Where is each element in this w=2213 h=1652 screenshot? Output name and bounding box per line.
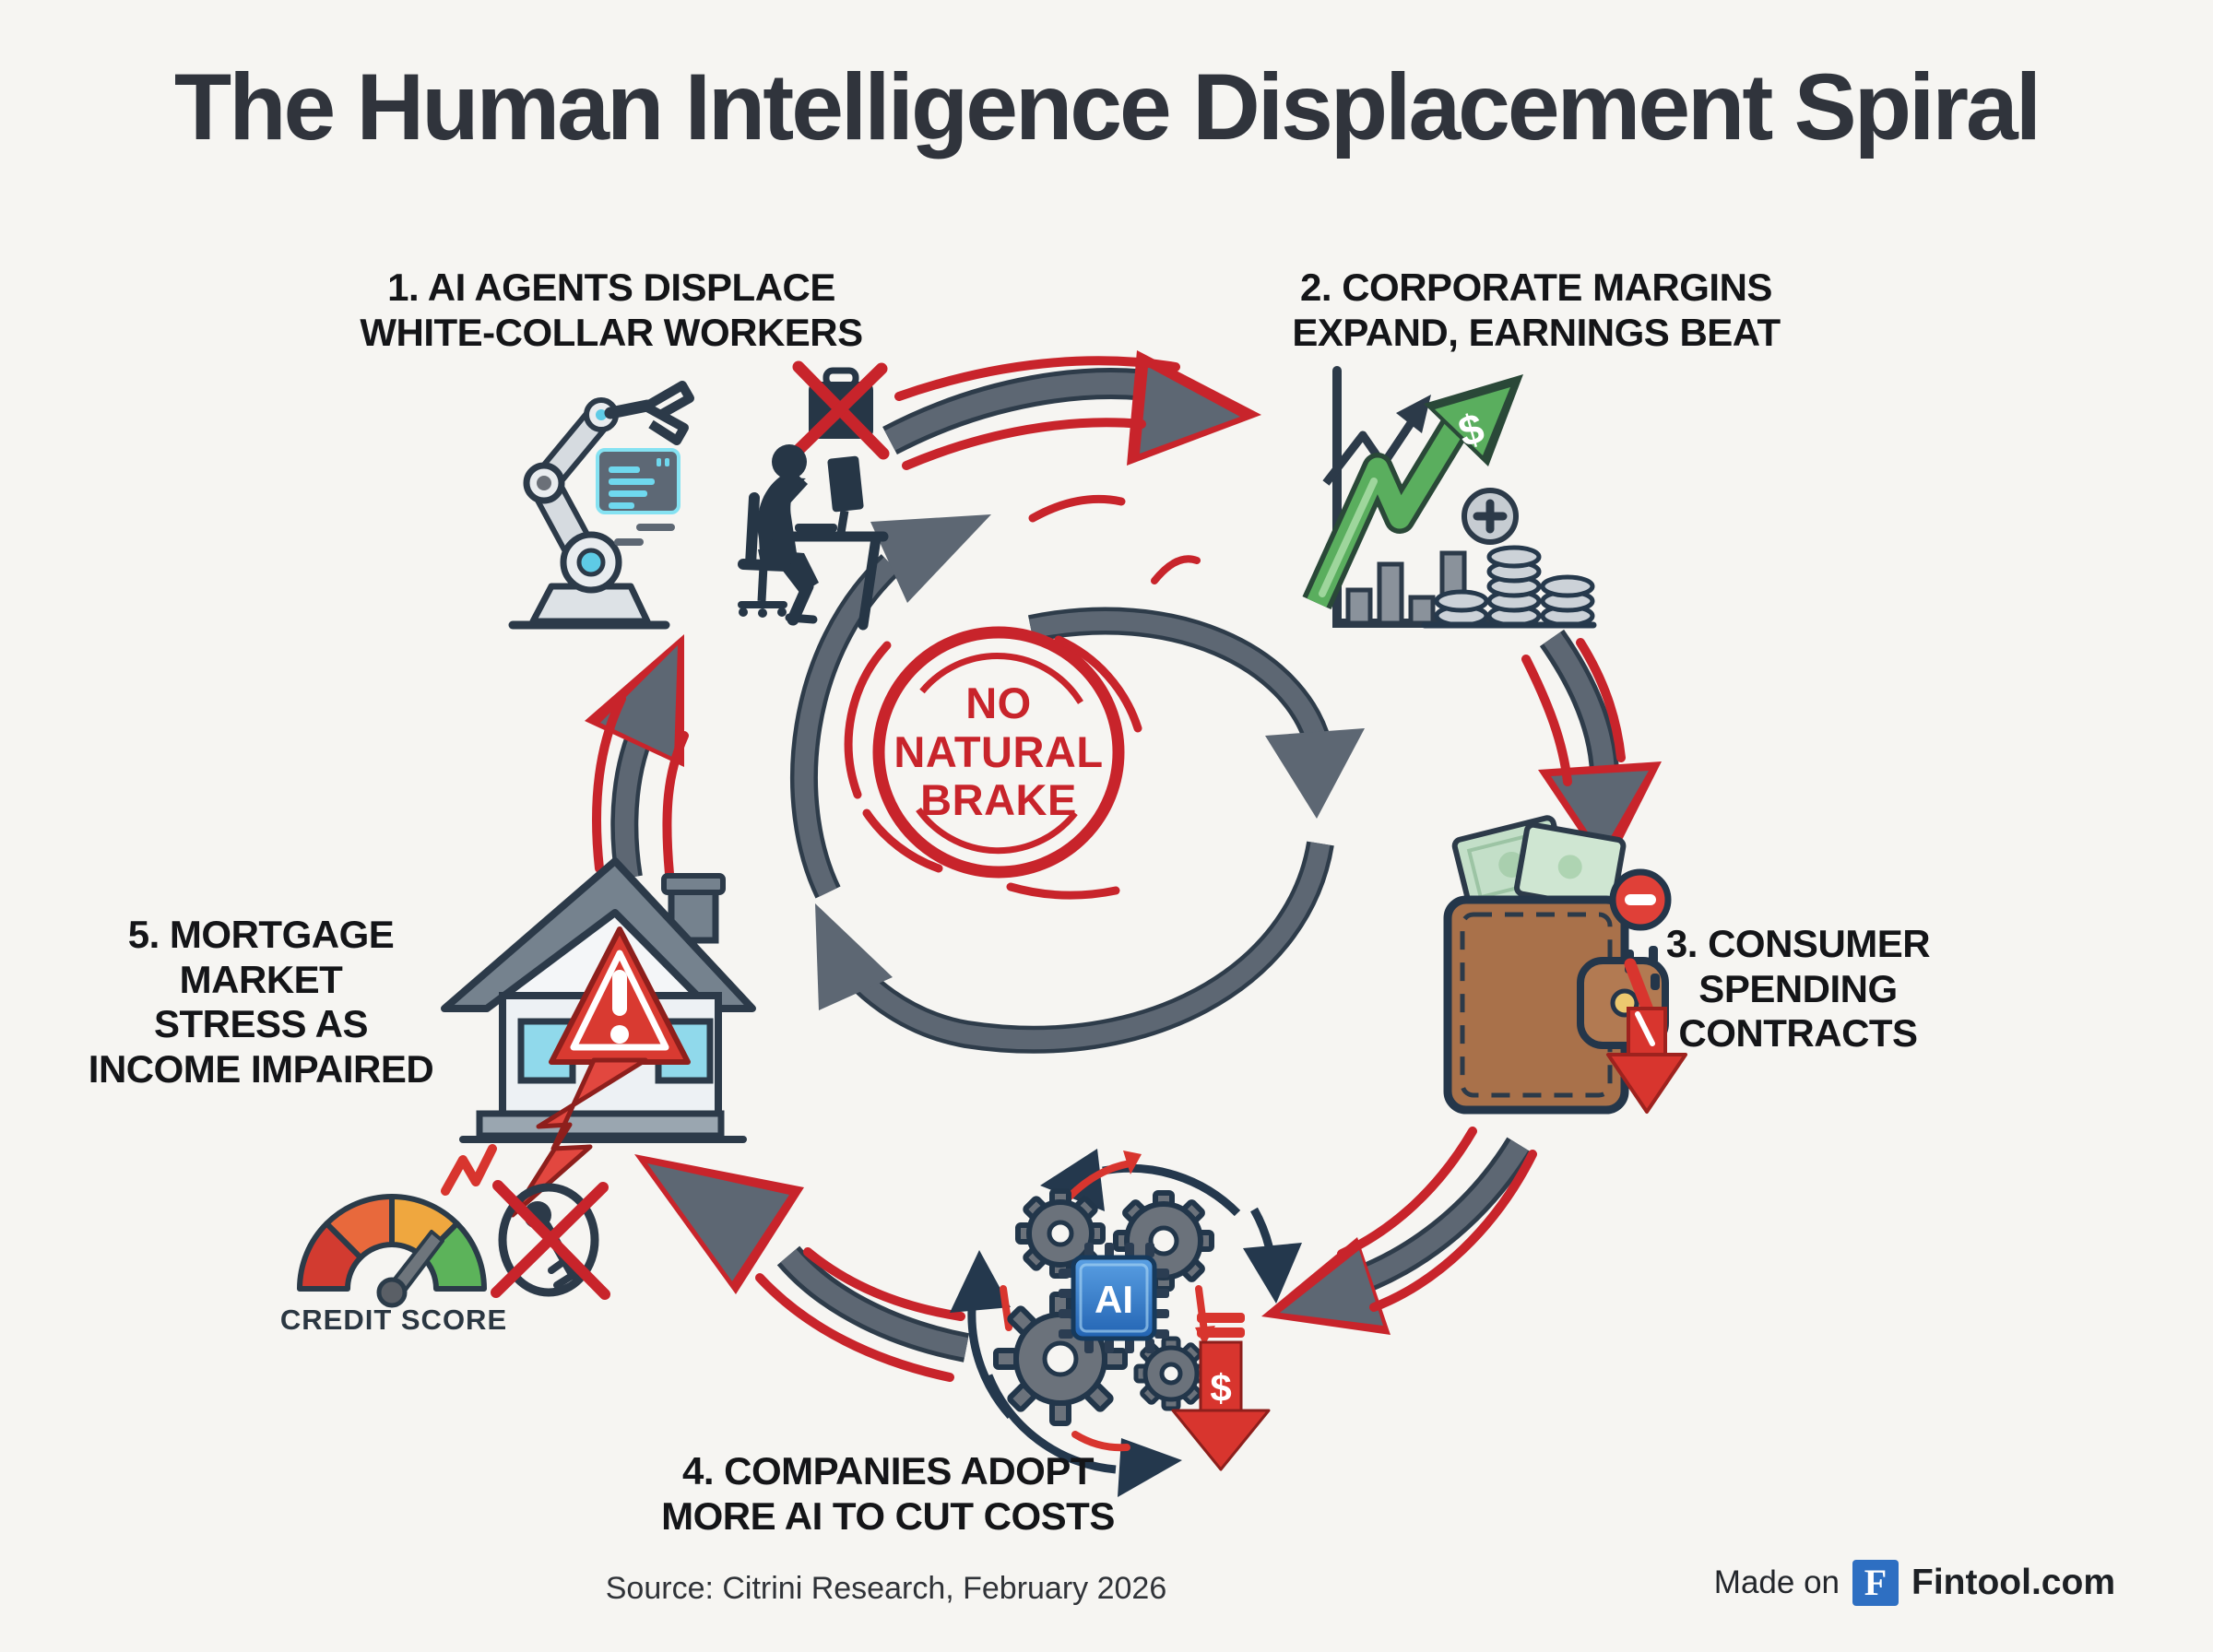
spark-icon: [441, 1144, 497, 1196]
robot-arm-icon: [508, 381, 694, 630]
displaced-worker-icon: [738, 360, 890, 631]
arrow-step2-to-step3: [1521, 629, 1662, 871]
ai-automation-cycle-icon: AI $: [950, 1149, 1302, 1497]
wallet-icon: [1443, 815, 1669, 1115]
arrow-step5-to-step1: [585, 634, 689, 880]
earnings-chart-icon: $: [1302, 366, 1597, 629]
cost-down-arrow-icon: $: [1171, 1313, 1271, 1471]
fintool-brand-name: Fintool.com: [1911, 1563, 2115, 1602]
arrow-step1-to-step2: [882, 350, 1261, 470]
source-attribution: Source: Citrini Research, February 2026: [605, 1571, 1167, 1606]
center-spiral-arrows: [790, 494, 1365, 1054]
dollar-glyph: $: [1210, 1366, 1231, 1410]
fintool-logo-icon: F: [1852, 1560, 1899, 1606]
house-stress-icon: [441, 857, 756, 1218]
ai-chip-icon: AI: [1059, 1243, 1169, 1353]
step-5-label: 5. MORTGAGE MARKET STRESS AS INCOME IMPA…: [88, 913, 434, 1092]
spending-decline-icon: [1606, 868, 1687, 1114]
ai-code-window-icon: [596, 448, 680, 546]
arrow-step3-to-step4: [1261, 1127, 1537, 1335]
step-4-label: 4. COMPANIES ADOPT MORE AI TO CUT COSTS: [661, 1449, 1115, 1538]
ai-chip-label: AI: [1095, 1278, 1133, 1321]
watermark: Made on F Fintool.com: [1714, 1560, 2115, 1606]
made-on-text: Made on: [1713, 1564, 1840, 1600]
step-2-label: 2. CORPORATE MARGINS EXPAND, EARNINGS BE…: [1292, 266, 1781, 354]
no-natural-brake-text: NO NATURAL BRAKE: [893, 678, 1104, 825]
coins-icon: [1421, 488, 1597, 629]
lightning-bolt-icon: [510, 1057, 648, 1218]
arrow-step4-to-step5: [634, 1154, 970, 1382]
credit-score-label: CREDIT SCORE: [280, 1304, 507, 1336]
no-natural-brake-badge: [844, 626, 1142, 879]
step-3-label: 3. CONSUMER SPENDING CONTRACTS: [1665, 922, 1931, 1056]
credit-score-gauge: CREDIT SCORE: [280, 1194, 507, 1336]
exclamation-icon: [612, 970, 627, 1016]
page-title: The Human Intelligence Displacement Spir…: [173, 54, 2041, 159]
step-1-label: 1. AI AGENTS DISPLACE WHITE-COLLAR WORKE…: [360, 266, 863, 354]
no-key-icon: [491, 1180, 610, 1300]
